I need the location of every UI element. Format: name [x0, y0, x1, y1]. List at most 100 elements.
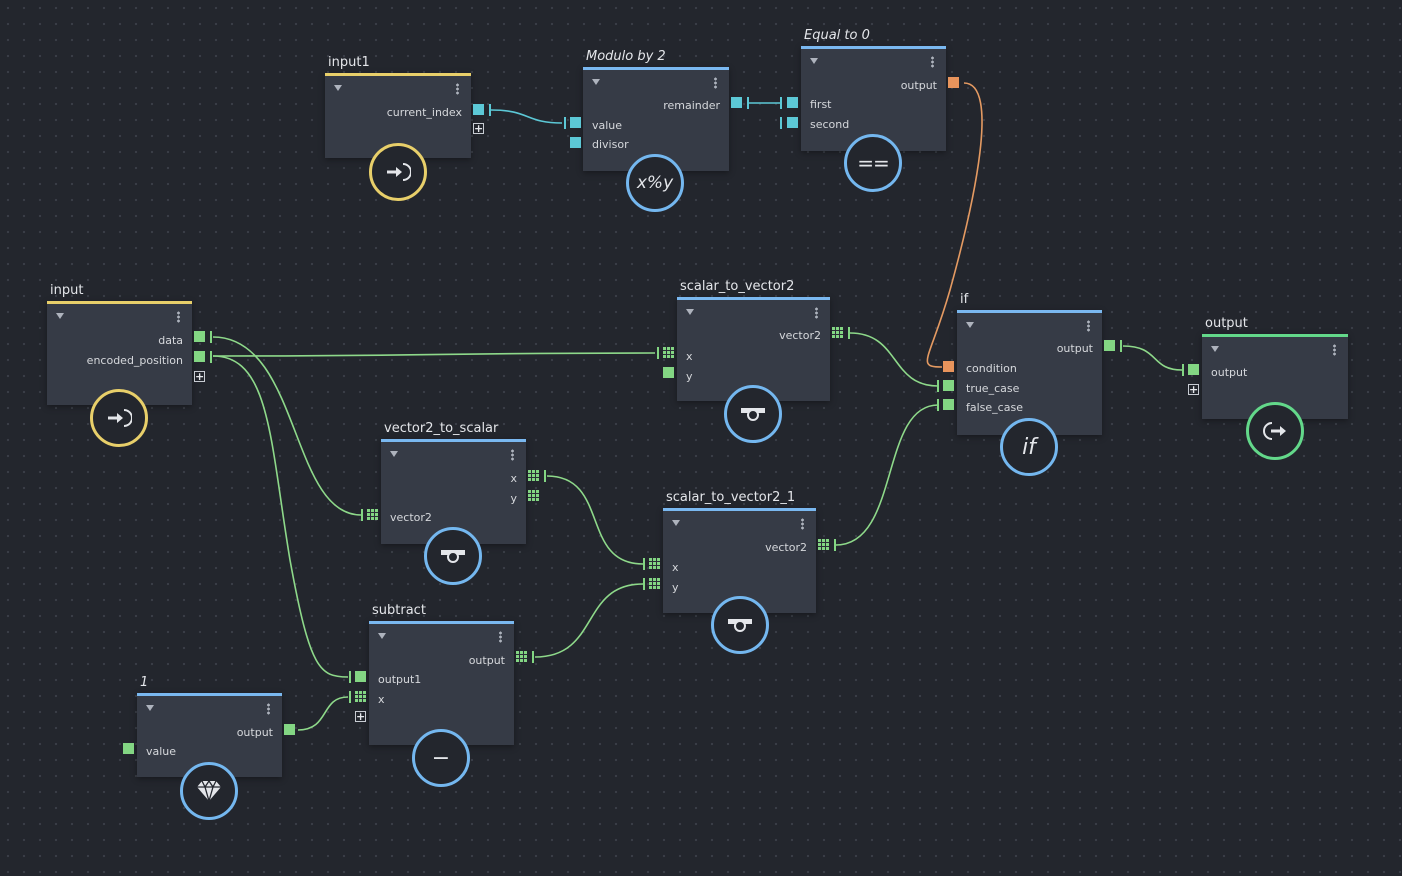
collapse-arrow-icon[interactable]	[592, 79, 600, 85]
icon-glyph: x%y	[636, 173, 674, 193]
port-x-in[interactable]	[663, 347, 674, 358]
node-modulo-by-2[interactable]: Modulo by 2 remainder value divisor	[583, 49, 729, 171]
wire-v2s-x-to-s2v1-x	[546, 475, 644, 565]
node-title: Equal to 0	[804, 28, 870, 43]
port-connector	[1120, 340, 1122, 352]
port-y-in[interactable]	[663, 367, 674, 378]
port-value-in[interactable]	[123, 743, 134, 754]
port-data-out[interactable]	[194, 331, 205, 342]
port-label: vector2	[779, 329, 821, 342]
port-connector	[747, 97, 749, 109]
port-connector	[1182, 364, 1184, 376]
port-connector	[564, 117, 566, 129]
kebab-menu-icon[interactable]	[714, 77, 717, 89]
port-connector	[937, 399, 939, 411]
wire-subtract-output-to-s2v1-y	[534, 583, 644, 658]
port-connector	[361, 509, 363, 521]
port-x-in[interactable]	[649, 558, 660, 569]
port-vector2-out[interactable]	[818, 539, 829, 550]
icon-glyph: −	[431, 745, 451, 771]
collapse-arrow-icon[interactable]	[378, 633, 386, 639]
port-x-out[interactable]	[528, 470, 539, 481]
kebab-menu-icon[interactable]	[177, 311, 180, 323]
kebab-menu-icon[interactable]	[511, 449, 514, 461]
collapse-arrow-icon[interactable]	[686, 309, 694, 315]
port-condition-in[interactable]	[943, 361, 954, 372]
collapse-arrow-icon[interactable]	[56, 313, 64, 319]
node-scalar-to-vector2[interactable]: scalar_to_vector2 vector2 x y	[677, 279, 830, 401]
port-x-in[interactable]	[355, 691, 366, 702]
port-second-in[interactable]	[787, 117, 798, 128]
if-icon: if	[1000, 418, 1058, 476]
icon-glyph: if	[1022, 434, 1036, 460]
port-connector	[210, 331, 212, 343]
kebab-menu-icon[interactable]	[801, 518, 804, 530]
port-label: condition	[966, 362, 1017, 375]
collapse-arrow-icon[interactable]	[810, 58, 818, 64]
collapse-arrow-icon[interactable]	[672, 520, 680, 526]
port-equal-output-out[interactable]	[948, 77, 959, 88]
wire-s2v-vector2-to-true-case	[849, 332, 939, 387]
collapse-arrow-icon[interactable]	[146, 705, 154, 711]
port-first-in[interactable]	[787, 97, 798, 108]
port-one-output-out[interactable]	[284, 724, 295, 735]
kebab-menu-icon[interactable]	[456, 83, 459, 95]
vector-icon	[724, 385, 782, 443]
kebab-menu-icon[interactable]	[499, 631, 502, 643]
port-divisor-in[interactable]	[570, 137, 581, 148]
kebab-menu-icon[interactable]	[267, 703, 270, 715]
collapse-arrow-icon[interactable]	[966, 322, 974, 328]
port-if-output-out[interactable]	[1104, 340, 1115, 351]
kebab-menu-icon[interactable]	[1087, 320, 1090, 332]
port-output-in[interactable]	[1188, 364, 1199, 375]
node-if[interactable]: if output condition true_case false_case	[957, 292, 1102, 435]
node-scalar-to-vector2-1[interactable]: scalar_to_vector2_1 vector2 x y	[663, 490, 816, 613]
collapse-arrow-icon[interactable]	[1211, 346, 1219, 352]
collapse-arrow-icon[interactable]	[334, 85, 342, 91]
node-vector2-to-scalar[interactable]: vector2_to_scalar x y vector2	[381, 421, 526, 544]
port-connector	[349, 671, 351, 683]
minus-icon: −	[412, 729, 470, 787]
port-label: output	[900, 79, 937, 92]
port-vector2-in[interactable]	[367, 509, 378, 520]
kebab-menu-icon[interactable]	[1333, 344, 1336, 356]
port-current-index-out[interactable]	[473, 104, 484, 115]
port-connector	[489, 104, 491, 116]
port-label: output	[1056, 342, 1093, 355]
port-label: value	[146, 745, 177, 758]
node-subtract[interactable]: subtract output output1 x	[369, 603, 514, 745]
kebab-menu-icon[interactable]	[931, 56, 934, 68]
node-input[interactable]: input data encoded_position	[47, 283, 192, 405]
port-connector	[937, 380, 939, 392]
collapse-arrow-icon[interactable]	[390, 451, 398, 457]
port-remainder-out[interactable]	[731, 97, 742, 108]
port-false-case-in[interactable]	[943, 399, 954, 410]
port-label: vector2	[765, 541, 807, 554]
port-label: x	[672, 561, 679, 574]
port-y-in[interactable]	[649, 578, 660, 589]
port-connector	[657, 347, 659, 359]
port-vector2-out[interactable]	[832, 327, 843, 338]
port-output1-in[interactable]	[355, 671, 366, 682]
node-title: input1	[328, 55, 370, 70]
equals-icon: ==	[844, 134, 902, 192]
port-label: x	[378, 693, 385, 706]
port-label: data	[158, 334, 183, 347]
port-connector	[643, 578, 645, 590]
node-title: scalar_to_vector2	[680, 279, 795, 294]
port-label: encoded_position	[86, 354, 183, 367]
add-port-button[interactable]: +	[1188, 383, 1199, 396]
port-label: y	[686, 370, 693, 383]
add-port-button[interactable]: +	[194, 370, 205, 383]
port-y-out[interactable]	[528, 490, 539, 501]
port-encoded-position-out[interactable]	[194, 351, 205, 362]
add-port-button[interactable]: +	[473, 122, 484, 135]
add-port-button[interactable]: +	[355, 710, 366, 723]
port-subtract-output-out[interactable]	[516, 651, 527, 662]
kebab-menu-icon[interactable]	[815, 307, 818, 319]
port-true-case-in[interactable]	[943, 380, 954, 391]
node-equal-to-0[interactable]: Equal to 0 output first second	[801, 28, 946, 151]
port-value-in[interactable]	[570, 117, 581, 128]
vector-icon	[711, 596, 769, 654]
